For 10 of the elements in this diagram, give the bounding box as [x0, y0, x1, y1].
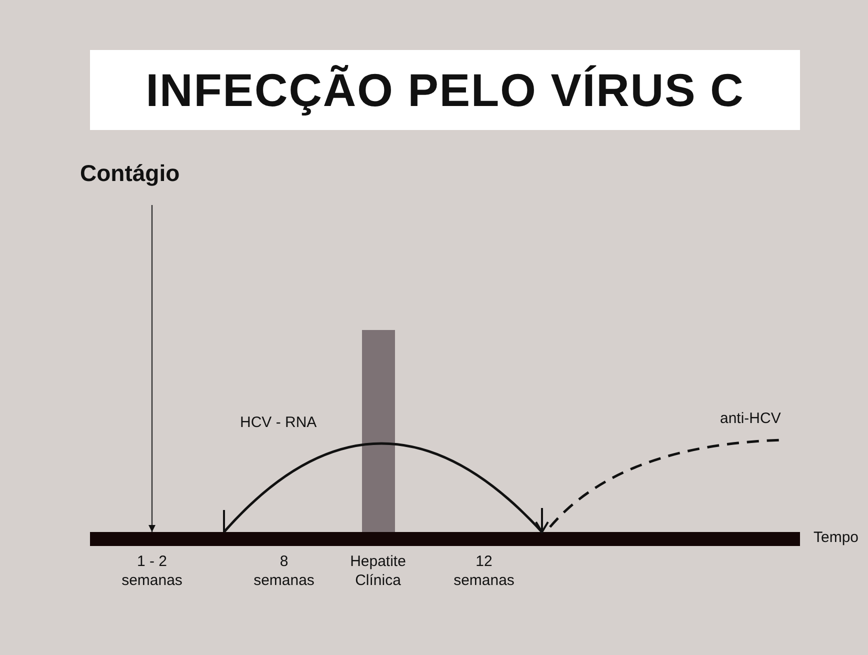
arrow: [148, 205, 156, 532]
axis-label: Tempo: [812, 528, 860, 547]
title-banner: INFECÇÃO PELO VÍRUS C: [90, 50, 800, 130]
phase-label: Hepatite Clínica: [349, 552, 407, 590]
period-label: 1 - 2 semanas: [120, 552, 184, 590]
curve-label: anti-HCV: [720, 410, 781, 427]
curve-label: HCV - RNA: [240, 414, 317, 431]
event-label: Contágio: [80, 160, 180, 187]
period-label: 12 semanas: [452, 552, 516, 590]
period-label: 8 semanas: [252, 552, 316, 590]
